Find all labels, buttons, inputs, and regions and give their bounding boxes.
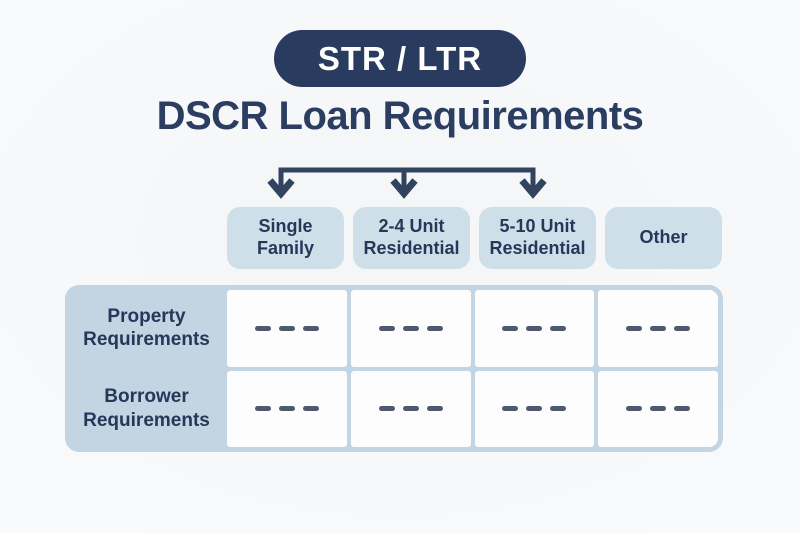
dash-icon [502, 406, 519, 412]
dash-icon [378, 406, 395, 412]
dash-icon [278, 406, 295, 412]
dash-icon [302, 406, 319, 412]
column-header: 2-4 Unit Residential [353, 207, 470, 269]
dash-icon [550, 406, 567, 412]
column-header: Single Family [227, 207, 344, 269]
table-cell [598, 370, 718, 447]
dash-icon [526, 406, 543, 412]
dash-icon [674, 325, 691, 331]
dash-icon [526, 325, 543, 331]
table-cell [350, 290, 471, 367]
dash-icon [626, 406, 643, 412]
table-cell [350, 370, 471, 447]
dash-icon [426, 406, 443, 412]
dash-icon [302, 325, 319, 331]
dash-icon [278, 325, 295, 331]
dash-icon [254, 406, 271, 412]
dash-icon [502, 325, 519, 331]
column-header: 5-10 Unit Residential [479, 207, 596, 269]
dash-icon [550, 325, 567, 331]
table-cell [227, 370, 347, 447]
str-ltr-badge: STR / LTR [274, 30, 526, 87]
dash-icon [426, 325, 443, 331]
dash-icon [402, 406, 419, 412]
dash-icon [402, 325, 419, 331]
dash-icon [626, 325, 643, 331]
column-header: Other [605, 207, 722, 269]
table-cell [598, 290, 718, 367]
dash-icon [254, 325, 271, 331]
dash-icon [674, 406, 691, 412]
table-cell [474, 370, 595, 447]
row-header: Borrower Requirements [83, 386, 210, 431]
dash-icon [378, 325, 395, 331]
table-cell [474, 290, 595, 367]
table-cell [227, 290, 347, 367]
dash-icon [650, 325, 667, 331]
page-title: DSCR Loan Requirements [156, 94, 644, 138]
row-header: Property Requirements [83, 305, 210, 351]
dash-icon [650, 406, 667, 412]
